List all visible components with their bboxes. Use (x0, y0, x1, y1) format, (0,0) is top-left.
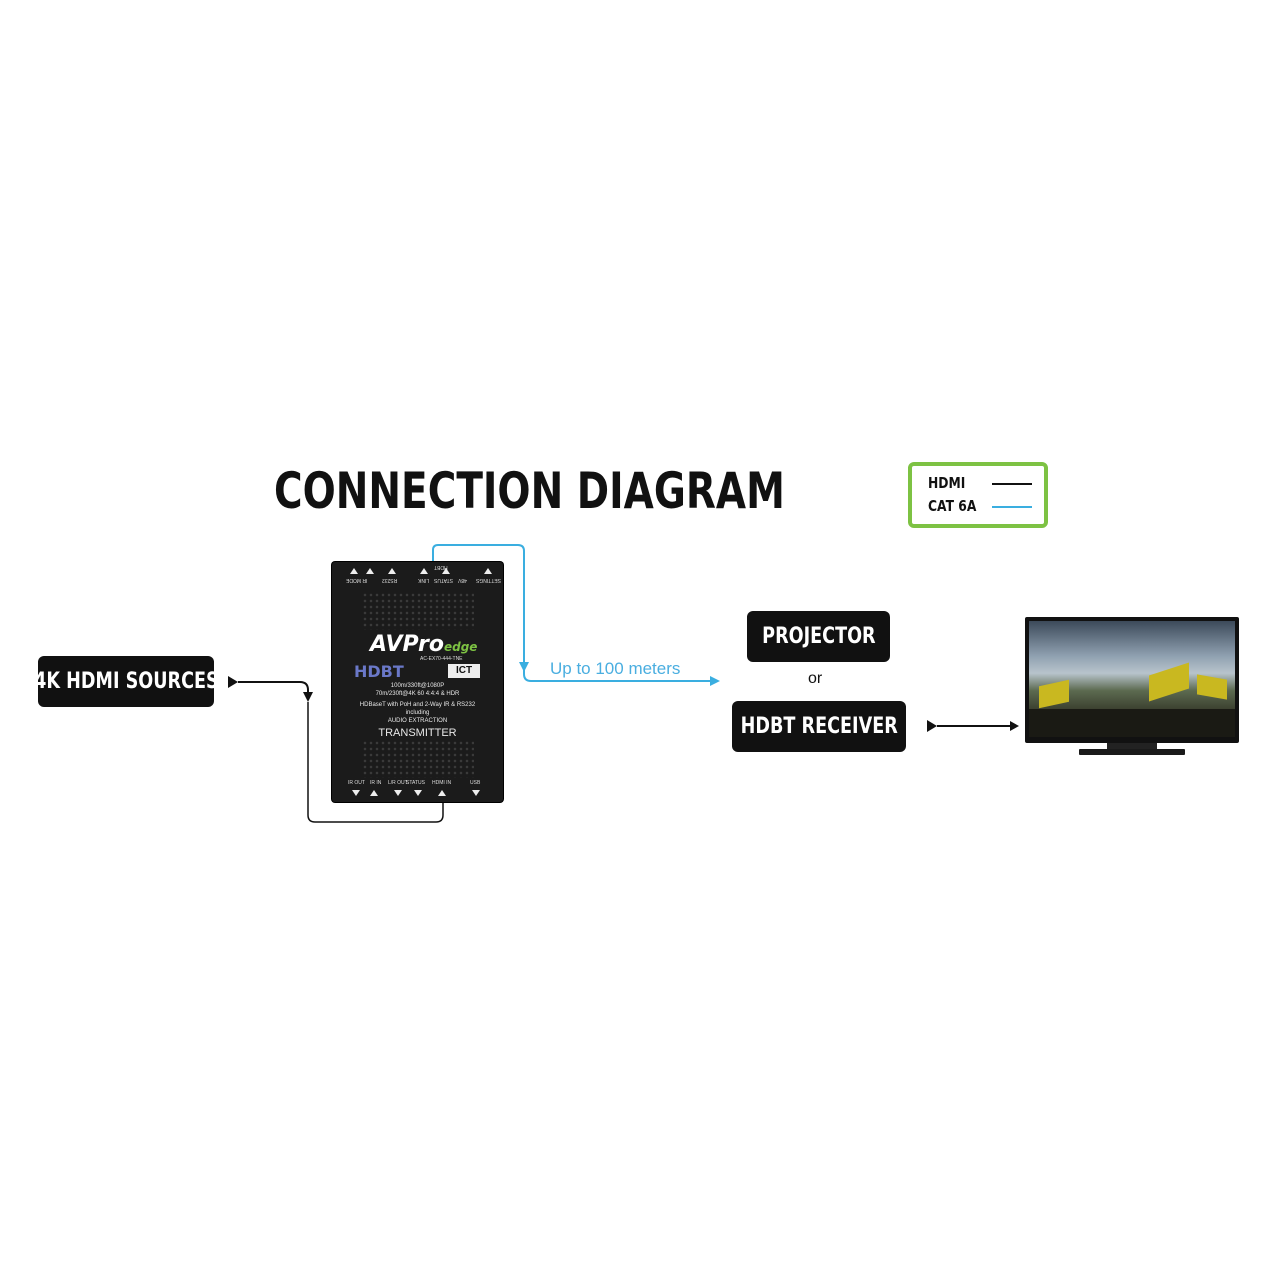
hdmi-tv-cable (927, 720, 1019, 732)
link-port-icon (420, 568, 428, 574)
ir-mode-port-icon-2 (366, 568, 374, 574)
legend-cat6a-line (992, 506, 1032, 508)
spec-line-3: HDBaseT with PoH and 2-Way IR & RS232 (359, 702, 476, 708)
usb-port-icon (472, 790, 480, 796)
port-rs232: RS232 (382, 577, 398, 583)
port-hdmi-in: HDMI IN (432, 780, 452, 786)
port-status: STATUS (434, 577, 453, 583)
lr-out-port-icon (394, 790, 402, 796)
source-label: 4K HDMI SOURCES (33, 669, 219, 694)
spec-line-1: 100m/330ft@1080P (390, 683, 445, 689)
brand-logo: AVProedge (370, 632, 477, 657)
flag-icon (1039, 679, 1069, 709)
ir-out-port-icon (352, 790, 360, 796)
port-settings: SETTINGS (476, 577, 502, 583)
ir-in-port-icon (370, 790, 378, 796)
port-48v: 48V (458, 577, 467, 583)
brand-sub: edge (443, 640, 478, 654)
flag-icon-2 (1149, 662, 1189, 702)
port-link: LINK (418, 577, 430, 583)
tv-stand (1107, 743, 1157, 749)
port-usb: USB (470, 780, 481, 786)
brand-name: AVPro (370, 632, 444, 657)
flag-icon-3 (1197, 674, 1227, 700)
bottom-vent (362, 740, 474, 778)
rs232-port-icon (388, 568, 396, 574)
hdmi-in-port-icon (438, 790, 446, 796)
top-vent (362, 592, 474, 630)
distance-label: Up to 100 meters (550, 659, 681, 678)
port-ir-out: IR OUT (348, 780, 365, 786)
tv-image (1029, 621, 1235, 737)
top-ports: IR MODE RS232 LINK HDBT STATUS 48V SETTI… (342, 564, 501, 590)
hdmi-source-cable (228, 676, 444, 823)
diagram-title: CONNECTION DIAGRAM (274, 462, 785, 520)
crowd-silhouette (1029, 709, 1235, 737)
receiver-box: HDBT RECEIVER (732, 701, 906, 752)
ir-mode-port-icon (350, 568, 358, 574)
legend-cat6a-label: CAT 6A (928, 497, 977, 515)
hdbt-port-icon (442, 568, 450, 574)
port-status-bottom: STATUS (406, 780, 425, 786)
or-label: or (808, 670, 823, 687)
tv-base (1079, 749, 1185, 755)
ict-logo: ICT (448, 664, 480, 678)
port-ir-mode: IR MODE (346, 577, 368, 583)
projector-box: PROJECTOR (747, 611, 890, 662)
port-lr-out: L/R OUT (388, 780, 408, 786)
spec-line-4: including (405, 710, 430, 716)
projector-label: PROJECTOR (761, 624, 876, 649)
legend-hdmi-label: HDMI (928, 474, 966, 492)
source-box: 4K HDMI SOURCES (34, 656, 218, 707)
port-ir-in: IR IN (370, 780, 382, 786)
transmitter-device: IR MODE RS232 LINK HDBT STATUS 48V SETTI… (332, 562, 503, 802)
model-number: AC-EX70-444-TNE (420, 656, 463, 662)
settings-port-icon (484, 568, 492, 574)
status-port-icon (414, 790, 422, 796)
bottom-ports: IR OUT IR IN L/R OUT STATUS HDMI IN USB (342, 780, 497, 802)
cat6a-cable (432, 544, 720, 686)
transmitter-label: TRANSMITTER (378, 727, 457, 739)
tv-screen (1025, 617, 1239, 743)
legend-hdmi-line (992, 483, 1032, 485)
spec-line-5: AUDIO EXTRACTION (387, 718, 448, 724)
spec-line-2: 70m/230ft@4K 60 4:4:4 & HDR (375, 691, 460, 697)
legend: HDMI CAT 6A (908, 462, 1048, 528)
receiver-label: HDBT RECEIVER (740, 714, 898, 739)
hdbt-logo: HDBT (354, 662, 404, 681)
